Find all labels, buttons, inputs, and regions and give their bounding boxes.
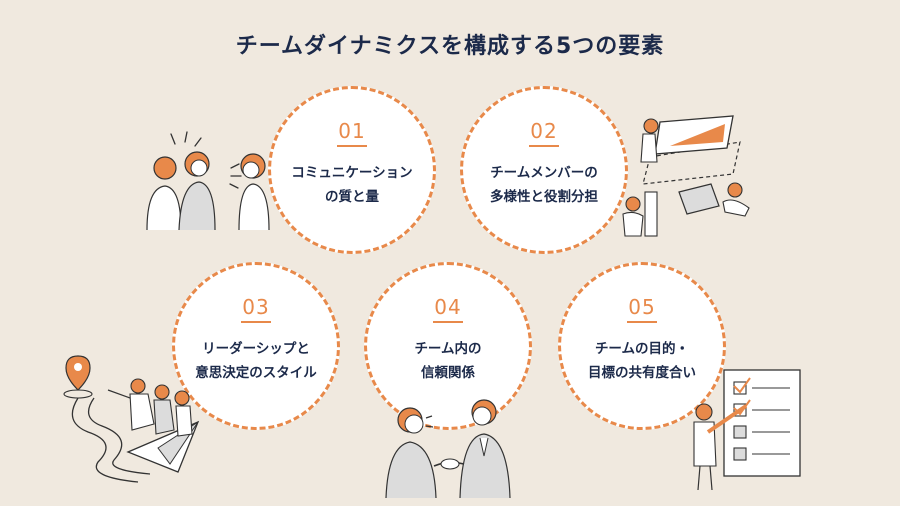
number-underline	[241, 321, 271, 323]
element-number: 03	[242, 295, 270, 319]
number-underline	[627, 321, 657, 323]
element-label-line1: コミュニケーション	[291, 165, 413, 181]
number-underline	[433, 321, 463, 323]
trust-handshake-illustration	[385, 399, 511, 498]
element-label-line2: 信頼関係	[420, 365, 475, 381]
communication-illustration	[146, 131, 270, 231]
element-label: チームメンバーの 多様性と役割分担	[490, 161, 598, 209]
element-circle-01: 01 コミュニケーション の質と量	[268, 86, 436, 254]
leadership-illustration	[63, 355, 200, 483]
element-label: チームの目的・ 目標の共有度合い	[588, 337, 696, 385]
number-underline	[337, 145, 367, 147]
element-circle-05: 05 チームの目的・ 目標の共有度合い	[558, 262, 726, 430]
element-circle-02: 02 チームメンバーの 多様性と役割分担	[460, 86, 628, 254]
element-number: 04	[434, 295, 462, 319]
element-label-line2: 目標の共有度合い	[588, 365, 696, 381]
element-number: 05	[628, 295, 656, 319]
element-label-line1: チーム内の	[414, 341, 482, 357]
number-underline	[529, 145, 559, 147]
team-roles-illustration	[622, 115, 750, 237]
element-label: チーム内の 信頼関係	[414, 337, 481, 385]
element-circle-03: 03 リーダーシップと 意思決定のスタイル	[172, 262, 340, 430]
element-label-line2: 意思決定のスタイル	[195, 365, 317, 381]
element-label-line1: リーダーシップと	[202, 341, 310, 357]
element-number: 02	[530, 119, 558, 143]
element-label-line1: チームメンバーの	[490, 165, 598, 181]
page-title: チームダイナミクスを構成する5つの要素	[235, 34, 665, 59]
element-label: コミュニケーション の質と量	[291, 161, 412, 209]
element-label: リーダーシップと 意思決定のスタイル	[195, 337, 317, 385]
element-label-line2: の質と量	[324, 189, 379, 205]
goal-checklist-illustration	[693, 369, 801, 491]
element-circle-04: 04 チーム内の 信頼関係	[364, 262, 532, 430]
element-label-line2: 多様性と役割分担	[490, 189, 598, 205]
element-label-line1: チームの目的・	[594, 341, 690, 357]
element-number: 01	[338, 119, 366, 143]
